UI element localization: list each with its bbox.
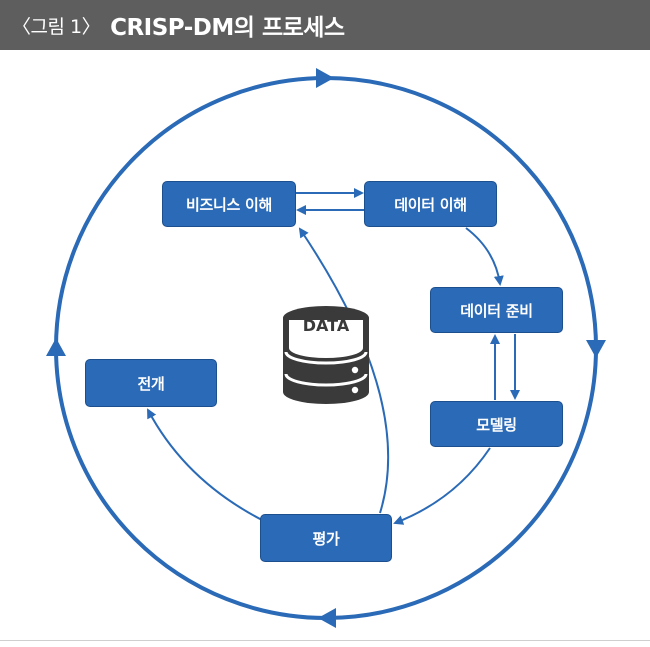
node-modeling: 모델링 [430, 401, 563, 447]
database-icon [283, 306, 369, 404]
node-deployment: 전개 [85, 359, 217, 407]
header-bar: 〈그림 1〉 CRISP-DM의 프로세스 [0, 0, 650, 50]
arrow-eval-to-deploy [147, 408, 263, 521]
node-data-understanding: 데이터 이해 [364, 181, 497, 227]
arrow-eval-to-business [298, 227, 390, 514]
node-business-understanding: 비즈니스 이해 [162, 181, 296, 227]
node-evaluation: 평가 [260, 514, 392, 562]
node-data-preparation: 데이터 준비 [430, 287, 563, 333]
database-label: DATA [302, 316, 350, 335]
arrow-model-to-eval [393, 447, 491, 525]
figure-title: CRISP-DM의 프로세스 [110, 15, 345, 41]
cycle-arrow-top [316, 68, 334, 88]
cycle-arrow-left [46, 338, 66, 356]
bottom-divider [0, 640, 650, 641]
cycle-arrow-bottom [318, 608, 336, 628]
arrow-data-to-prep [465, 227, 504, 286]
figure-label: 〈그림 1〉 [12, 15, 101, 38]
cycle-arrow-right [586, 340, 606, 358]
